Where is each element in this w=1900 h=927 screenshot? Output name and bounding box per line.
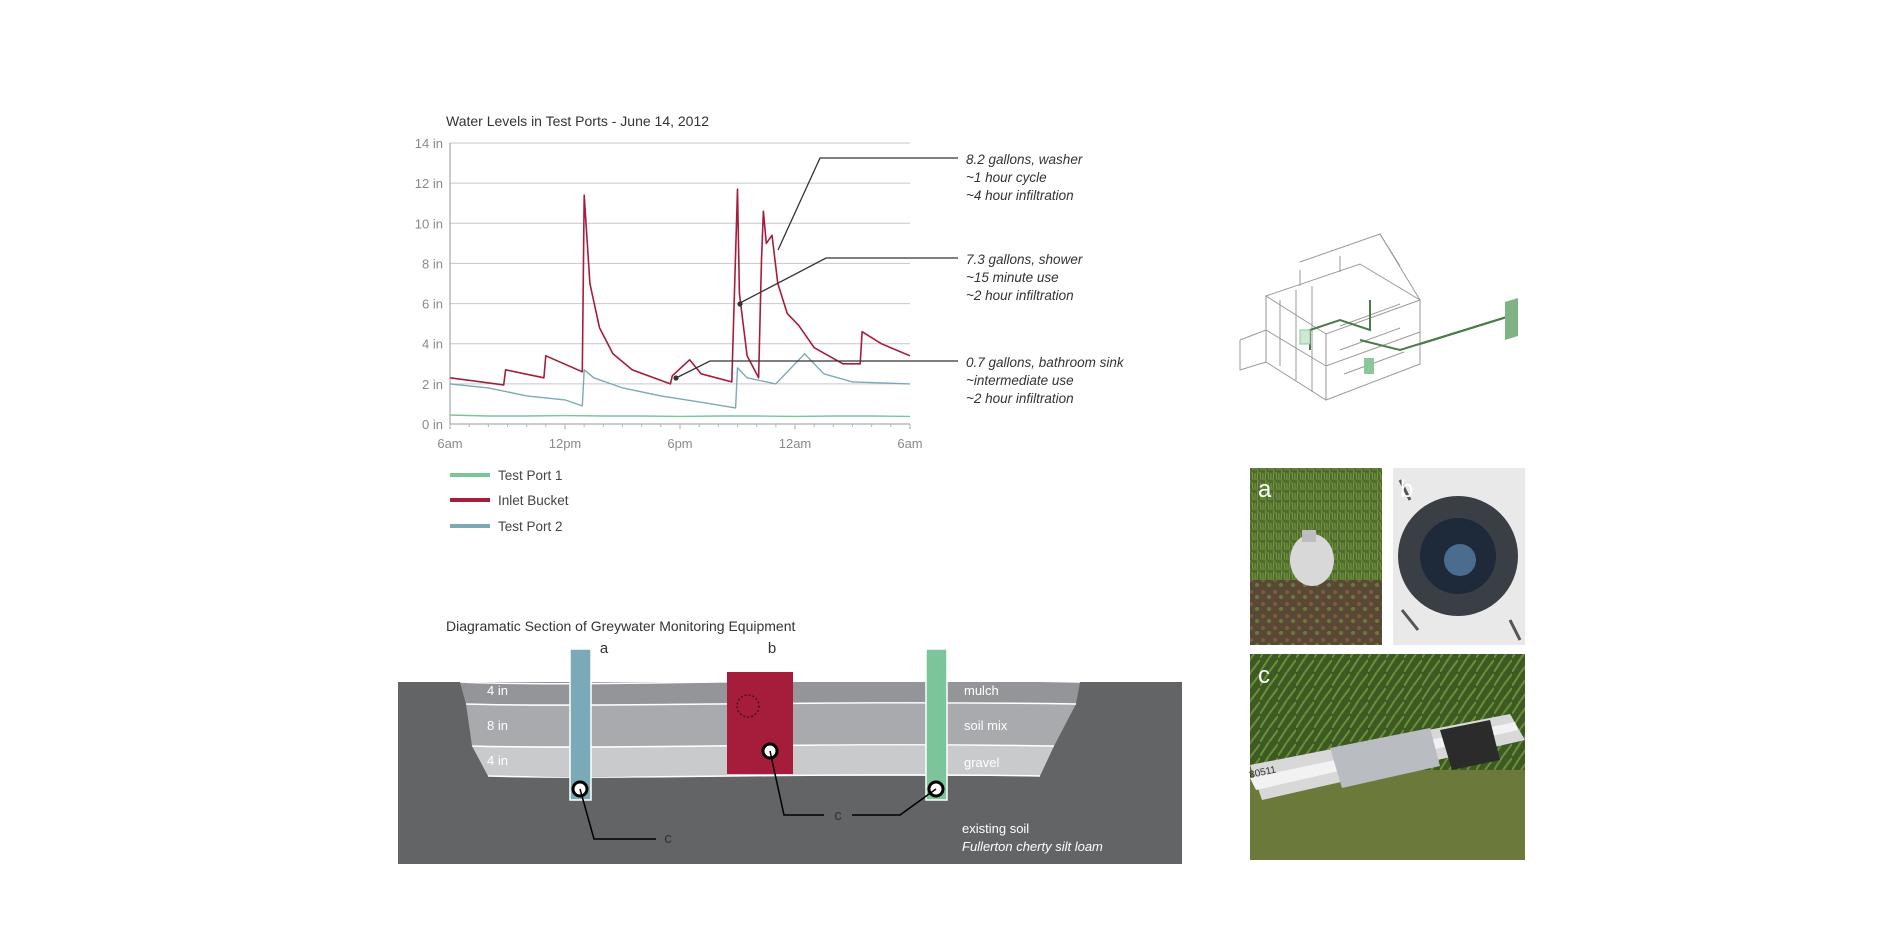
label-c-sensor-right: c: [834, 807, 842, 824]
y-tick-label: 12 in: [415, 176, 443, 191]
series-line-test-port-1: [449, 414, 911, 418]
photo-letter-a: a: [1258, 476, 1272, 503]
annotation-leader-shower: [737, 257, 958, 305]
y-tick-label: 4 in: [422, 337, 443, 352]
annotation-marker-shower: [737, 301, 743, 307]
annotation-leader-washer: [777, 157, 958, 251]
layer-name-mulch: mulch: [964, 683, 999, 698]
x-tick-label: 6am: [897, 436, 922, 451]
layer-name-soil-mix: soil mix: [964, 718, 1008, 733]
layer-depth-soil-mix: 8 in: [487, 718, 508, 733]
chart-grid: [449, 142, 910, 425]
x-tick-label: 6am: [437, 436, 462, 451]
layer-depth-gravel: 4 in: [487, 753, 508, 768]
annotation-washer-line2: ~1 hour cycle: [966, 170, 1047, 185]
y-tick-label: 0 in: [422, 417, 443, 432]
infiltration-bed-icon: [1505, 298, 1518, 340]
annotation-leader-sink: [675, 360, 958, 379]
y-tick-label: 8 in: [422, 256, 443, 271]
series-line-inlet-bucket: [449, 188, 911, 386]
section-title: Diagramatic Section of Greywater Monitor…: [446, 618, 795, 634]
annotation-washer-line3: ~4 hour infiltration: [966, 188, 1074, 203]
house-axonometric-drawing: [1239, 233, 1422, 401]
chart-series: [449, 188, 911, 418]
house-greywater-pipes: [1309, 300, 1511, 352]
legend-label-inlet-bucket: Inlet Bucket: [498, 493, 569, 508]
house-washer-icon: [1299, 329, 1311, 345]
y-tick-label: 2 in: [422, 377, 443, 392]
sensor-leader-port-2: [579, 788, 656, 840]
photo-letter-c: c: [1258, 662, 1270, 689]
x-tick-label: 6pm: [667, 436, 692, 451]
series-line-test-port-2: [449, 353, 911, 409]
test-port-2-pipe: [569, 648, 592, 801]
layer-depth-mulch: 4 in: [487, 683, 508, 698]
photo-b-bucket-interior: b: [1393, 468, 1525, 645]
label-a-port: a: [600, 640, 609, 657]
layer-boundary-mid: [465, 702, 1077, 706]
sensor-leader-port-1: [852, 788, 937, 816]
annotation-sink-line1: 0.7 gallons, bathroom sink: [966, 355, 1125, 370]
house-inlet-bucket-icon: [1364, 358, 1374, 374]
chart-title: Water Levels in Test Ports - June 14, 20…: [446, 113, 709, 129]
y-axis-ticks: 0 in 2 in 4 in 6 in 8 in 10 in 12 in 14 in: [415, 136, 443, 432]
x-tick-label: 12am: [779, 436, 812, 451]
layer-boundary-bottom: [487, 774, 1041, 778]
sensor-leader-bucket: [769, 750, 824, 816]
annotation-shower-line3: ~2 hour infiltration: [966, 288, 1074, 303]
y-tick-label: 14 in: [415, 136, 443, 151]
y-tick-label: 6 in: [422, 297, 443, 312]
layer-boundary-low: [471, 744, 1055, 748]
greywater-section-diagram: Diagramatic Section of Greywater Monitor…: [398, 618, 1182, 864]
existing-soil-label: existing soil: [962, 821, 1029, 836]
test-port-1-pipe: [925, 648, 948, 801]
y-tick-label: 10 in: [415, 216, 443, 231]
annotation-sink-line2: ~intermediate use: [966, 373, 1074, 388]
chart-legend: Test Port 1 Inlet Bucket Test Port 2: [450, 468, 569, 534]
photo-c-sensor: 80511 c: [1248, 654, 1525, 860]
layer-name-gravel: gravel: [964, 755, 1000, 770]
annotation-shower-line2: ~15 minute use: [966, 270, 1059, 285]
x-tick-label: 12pm: [549, 436, 582, 451]
annotation-shower-line1: 7.3 gallons, shower: [966, 252, 1083, 267]
annotation-marker-sink: [673, 375, 679, 381]
layer-boundary-top: [459, 679, 1081, 685]
label-b-bucket: b: [768, 640, 776, 657]
legend-label-test-port-1: Test Port 1: [498, 468, 563, 483]
annotation-washer-line1: 8.2 gallons, washer: [966, 152, 1083, 167]
bucket-intake-icon: [736, 694, 760, 718]
photo-letter-b: b: [1400, 476, 1413, 503]
photo-a-test-port: a: [1250, 468, 1382, 645]
annotation-sink-line3: ~2 hour infiltration: [966, 391, 1074, 406]
x-axis-ticks: 6am 12pm 6pm 12am 6am: [437, 424, 923, 451]
legend-label-test-port-2: Test Port 2: [498, 519, 563, 534]
inlet-bucket: [727, 672, 793, 774]
water-level-chart: Water Levels in Test Ports - June 14, 20…: [415, 113, 1125, 534]
soil-type-label: Fullerton cherty silt loam: [962, 839, 1103, 854]
label-c-sensor-left: c: [664, 830, 672, 847]
